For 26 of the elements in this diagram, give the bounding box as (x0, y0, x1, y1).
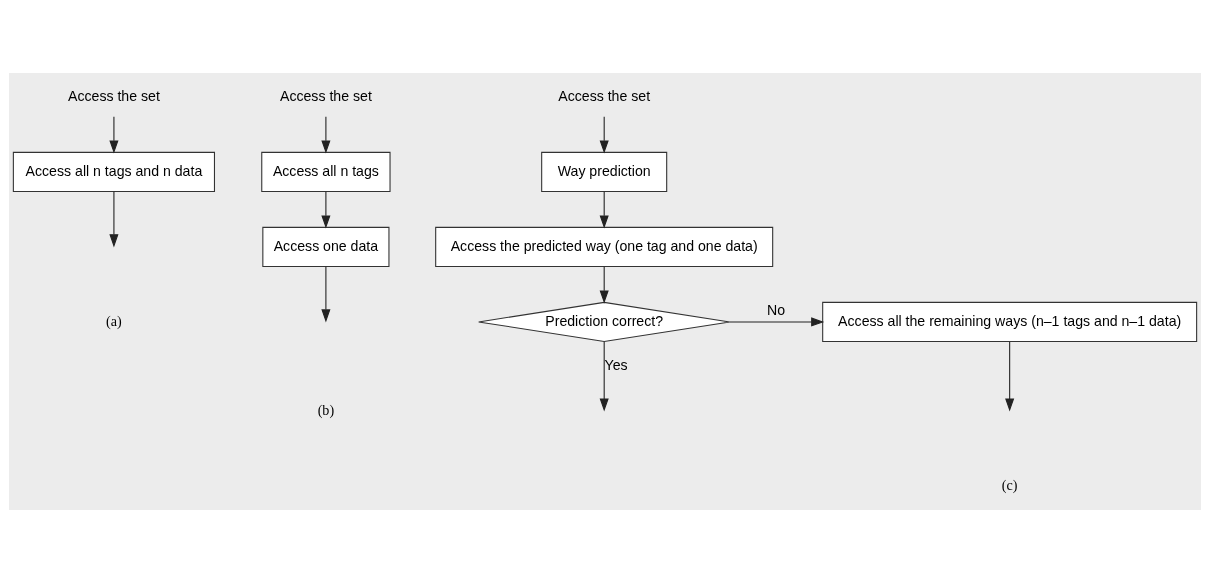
node-text: Access the set (279, 87, 372, 104)
node-box: Access all the remaining ways (n–1 tags and n–1 data) (822, 301, 1198, 343)
arrow (599, 191, 609, 229)
node-box: Access all n tags (261, 151, 391, 193)
arrow (109, 191, 119, 248)
edge-label: No (767, 301, 786, 318)
node-diamond: Prediction correct? (478, 301, 731, 343)
arrow (109, 116, 119, 154)
label: (b) (317, 401, 335, 418)
arrow (599, 266, 609, 304)
arrow (321, 116, 331, 154)
arrow (729, 317, 825, 327)
node-box: Access all n tags and n data (12, 151, 215, 193)
arrow (321, 266, 331, 323)
node-box: Access the predicted way (one tag and one data) (435, 226, 774, 268)
node-text: Access the set (558, 87, 651, 104)
node-text: Access the set (67, 87, 160, 104)
label: (a) (106, 312, 122, 329)
label: (c) (1001, 476, 1018, 493)
arrow (321, 191, 331, 229)
node-box: Way prediction (541, 151, 668, 193)
arrow (599, 116, 609, 154)
arrow (1005, 341, 1015, 412)
arrow (599, 341, 609, 412)
edge-label: Yes (604, 357, 628, 374)
node-box: Access one data (262, 226, 390, 268)
